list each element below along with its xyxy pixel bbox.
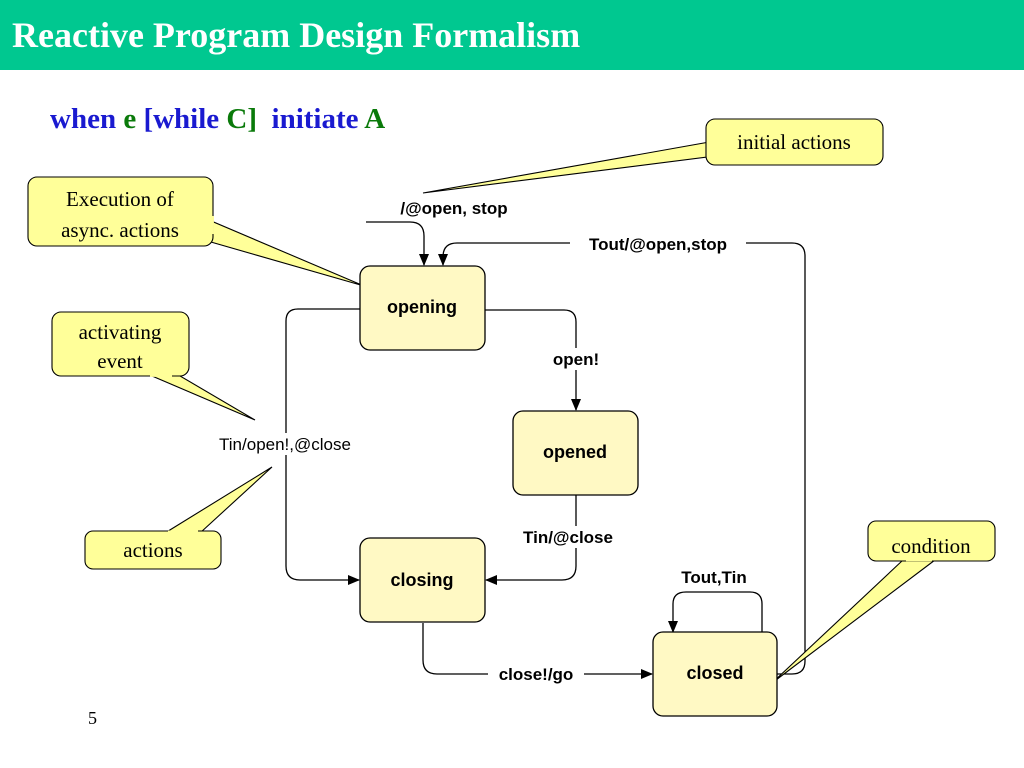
self-loop-transition [668,591,763,633]
edge-label-open: open! [553,350,599,369]
initial-transition [366,221,429,266]
state-opened-label: opened [543,442,607,462]
callout-actions [84,466,273,570]
callout-initial-actions-text: initial actions [737,130,851,154]
state-closing [359,537,486,623]
edge-label-initial: /@open, stop [400,199,507,218]
state-opening [359,265,486,351]
title-bar: Reactive Program Design Formalism [0,0,1024,70]
state-opened [512,410,639,496]
state-closing-label: closing [390,570,453,590]
open-transition [484,309,581,411]
rule-initiate: initiate [271,103,359,135]
rule-formula: when e [while C] initiate A [50,103,385,136]
callout-activating-line1: activating [79,320,162,344]
state-closed-label: closed [686,663,743,683]
rule-while: [while [143,103,220,135]
callout-execution [27,176,365,287]
tin-close-transition [485,495,577,585]
edge-label-self-loop: Tout,Tin [681,568,746,587]
callout-initial-actions [422,118,884,194]
tout-transition [438,242,806,675]
edge-label-tin-open: Tin/open!,@close [219,435,351,454]
callout-actions-text: actions [123,538,182,562]
edge-label-tin-close: Tin/@close [523,528,613,547]
callout-condition-text: condition [891,534,971,558]
edge-label-close-go: close!/go [499,665,574,684]
page-number: 5 [88,708,97,728]
close-go-transition [422,623,653,679]
rule-condition: C] [226,103,258,135]
state-closed [652,631,778,717]
callout-activating-line2: event [97,349,143,373]
callout-activating-event [51,311,256,421]
edge-label-tout: Tout/@open,stop [589,235,727,254]
rule-event: e [123,103,137,135]
rule-when: when [50,103,117,135]
callout-execution-line2: async. actions [61,218,179,242]
state-opening-label: opening [387,297,457,317]
callout-execution-line1: Execution of [66,187,174,211]
rule-action: A [364,103,386,135]
callout-condition [771,520,996,684]
slide-title: Reactive Program Design Formalism [12,15,581,55]
